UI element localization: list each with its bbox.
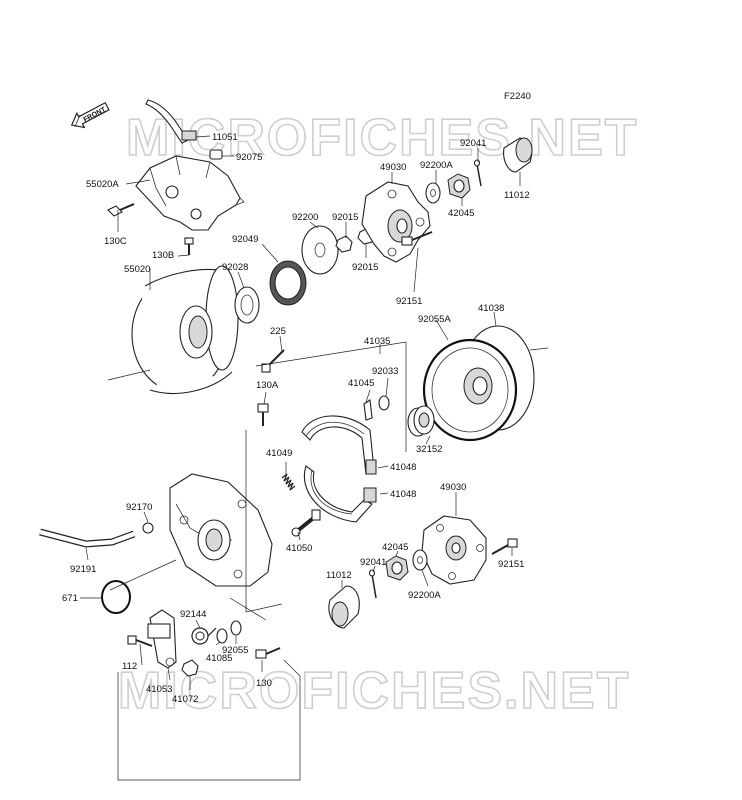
label-92191: 92191 [70, 564, 96, 575]
washer-41085 [216, 628, 228, 644]
label-92041-lower: 92041 [360, 557, 386, 568]
label-49030-lower: 49030 [440, 482, 466, 493]
label-41045: 41045 [348, 378, 374, 389]
brake-drum-housing-55020 [107, 265, 239, 394]
label-49030-upper: 49030 [380, 162, 406, 173]
cam-shaft-41050 [291, 509, 321, 537]
cap-11012-upper [503, 137, 533, 173]
bolt-130 [255, 647, 281, 659]
cap-11012-lower [328, 585, 360, 629]
nut-41072 [181, 659, 199, 677]
label-92049: 92049 [232, 234, 258, 245]
front-direction-arrow: FRONT [70, 101, 110, 129]
bearing-92028 [234, 286, 260, 324]
label-41035: 41035 [364, 336, 390, 347]
brake-lever-arm [145, 99, 197, 144]
leader-lines [80, 135, 521, 690]
label-130: 130 [256, 678, 272, 689]
label-92200a-upper: 92200A [420, 160, 453, 171]
label-42045-upper: 42045 [448, 208, 474, 219]
figure-code: F2240 [504, 91, 531, 102]
label-130b: 130B [152, 250, 174, 261]
label-92075: 92075 [236, 152, 262, 163]
castle-nut-42045-upper [447, 173, 471, 199]
bolt-130c [107, 203, 135, 217]
label-92144: 92144 [180, 609, 206, 620]
label-112: 112 [122, 661, 137, 672]
label-41049: 41049 [266, 448, 292, 459]
bolt-92151-lower [491, 538, 518, 555]
o-ring-92033 [378, 395, 390, 411]
label-92041-upper: 92041 [460, 138, 486, 149]
label-92055: 92055 [222, 645, 248, 656]
castle-nut-42045-lower [385, 555, 409, 581]
label-41048-upper: 41048 [390, 462, 416, 473]
washer-92055 [230, 620, 242, 636]
plug-cap-92075 [209, 149, 223, 160]
brake-shoe-41048-lower [303, 465, 377, 523]
cotter-pin-92041-lower [368, 569, 377, 599]
label-55020: 55020 [124, 264, 150, 275]
label-92151-upper: 92151 [396, 296, 422, 307]
bearing-32152 [407, 405, 435, 437]
label-41048-lower: 41048 [390, 489, 416, 500]
washer-92200a-lower [412, 549, 428, 571]
label-41085: 41085 [206, 653, 232, 664]
label-92015-a: 92015 [332, 212, 358, 223]
spring-41049 [281, 473, 296, 491]
washer-92200a-upper [425, 182, 441, 204]
label-92015-b: 92015 [352, 262, 378, 273]
oil-seal-92049 [269, 260, 307, 306]
bolt-112 [127, 635, 153, 647]
label-92200: 92200 [292, 212, 318, 223]
hub-flange-49030-upper [361, 181, 431, 263]
hose-92191 [39, 528, 136, 548]
cam-plate-41045 [363, 399, 373, 421]
label-41053: 41053 [146, 684, 172, 695]
label-92170: 92170 [126, 502, 152, 513]
label-671: 671 [62, 593, 78, 604]
label-130c: 130C [104, 236, 127, 247]
label-11012-upper: 11012 [504, 190, 530, 201]
o-ring-671 [101, 580, 131, 614]
watermark-bottom: MICROFICHES.NET [118, 662, 630, 720]
label-92028: 92028 [222, 262, 248, 273]
label-41038: 41038 [478, 303, 504, 314]
clamp-92170 [142, 522, 154, 534]
watermark-top: MICROFICHES.NET [126, 109, 638, 167]
hub-flange-49030-lower [421, 515, 487, 585]
label-41072: 41072 [172, 694, 198, 705]
label-130a: 130A [256, 380, 279, 391]
label-11012-lower: 11012 [326, 570, 352, 581]
bolt-92151-upper [401, 231, 433, 246]
brake-drum-41038 [422, 325, 549, 442]
label-225: 225 [270, 326, 286, 337]
label-11051: 11051 [212, 132, 238, 143]
label-92033: 92033 [372, 366, 398, 377]
brake-panel-41035 [169, 473, 273, 587]
label-92151-lower: 92151 [498, 559, 524, 570]
label-92055a: 92055A [418, 314, 451, 325]
lever-41053 [147, 609, 177, 669]
label-42045-lower: 42045 [382, 542, 408, 553]
spring-92144 [191, 627, 217, 645]
bolt-130b [184, 237, 194, 255]
label-32152: 32152 [416, 444, 442, 455]
label-41050: 41050 [286, 543, 312, 554]
washer-92200 [301, 225, 339, 275]
brake-cover-55020a [135, 155, 245, 231]
label-55020a: 55020A [86, 179, 119, 190]
assembly-frame-lines [109, 341, 407, 781]
bolt-130a [257, 403, 269, 426]
label-92200a-lower: 92200A [408, 590, 441, 601]
brake-shoe-41048-upper [301, 415, 377, 475]
part-labels: 11051 92075 55020A 130C 130B 55020 92200… [62, 132, 530, 705]
bolt-225 [261, 349, 285, 373]
